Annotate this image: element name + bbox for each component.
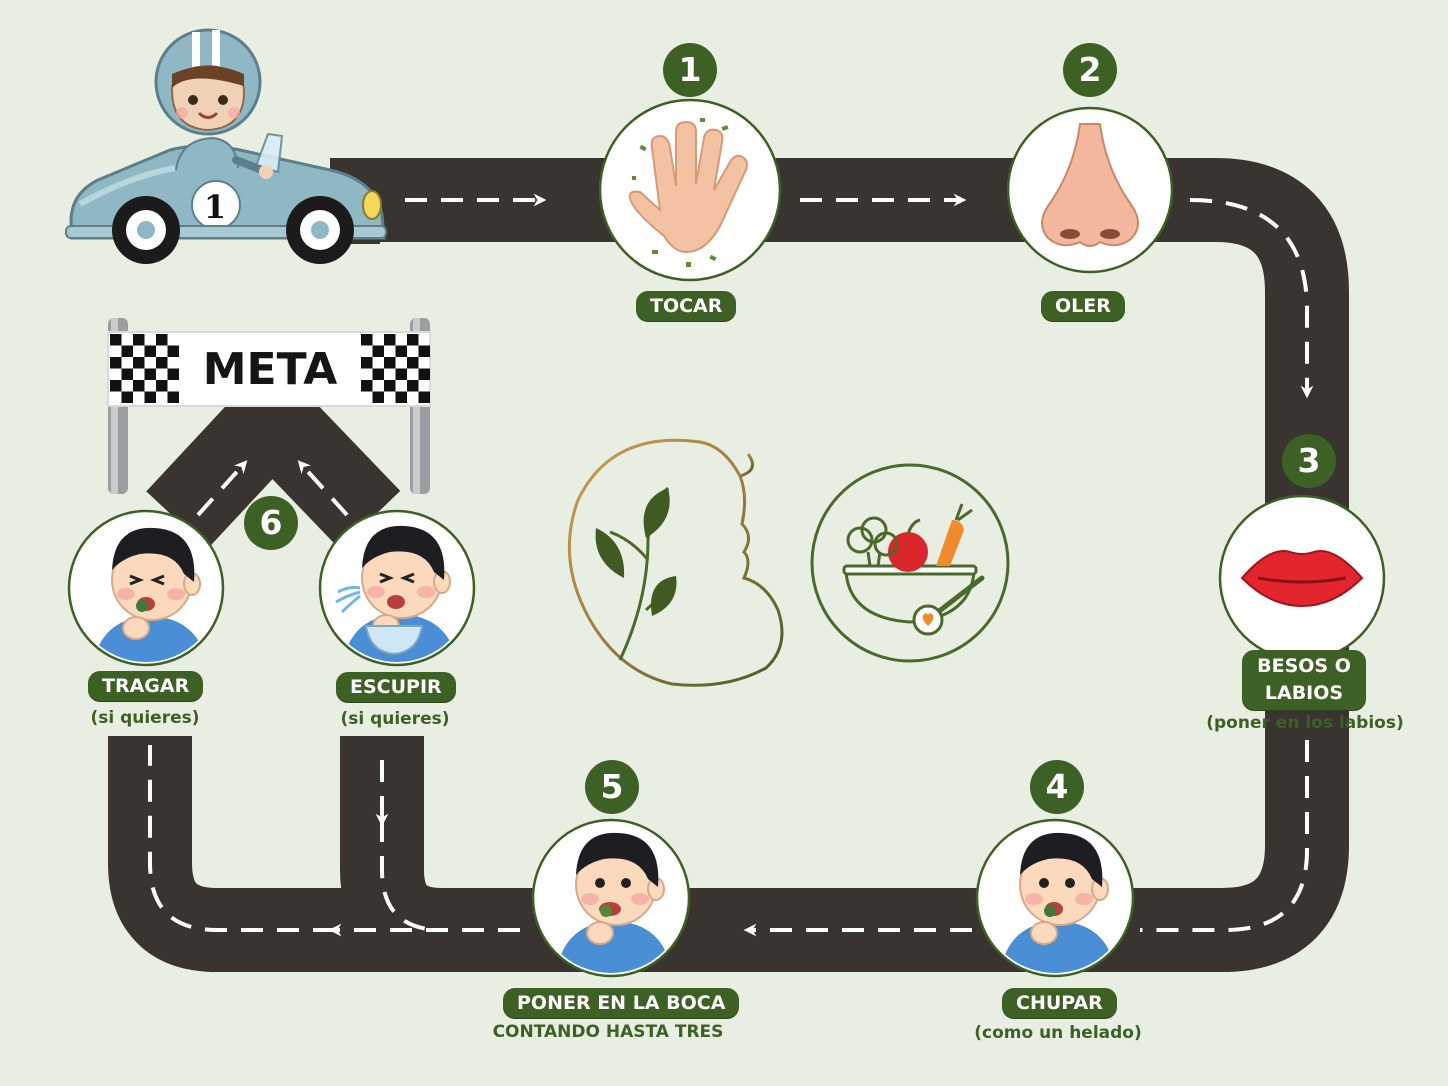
- checkered-flag-left: [110, 334, 179, 403]
- driver-icon: [154, 28, 262, 136]
- step-label-poner: PONER EN LA BOCA: [503, 988, 740, 1018]
- ending-label-escupir: ESCUPIR: [336, 672, 456, 702]
- step-number-6: 6: [244, 496, 298, 550]
- lips-icon: [1240, 550, 1364, 608]
- race-car-icon: [65, 132, 387, 264]
- ending-label-tragar: TRAGAR: [88, 671, 204, 701]
- child-swallowing-icon: [92, 527, 208, 662]
- ending-subtitle-tragar: (si quieres): [90, 708, 200, 728]
- food-bowl-logo: [810, 463, 1010, 663]
- tragar-circle: [67, 509, 225, 667]
- step-label-tocar: TOCAR: [636, 291, 737, 321]
- step-1-circle: [598, 98, 782, 282]
- finish-banner-text: META: [202, 344, 338, 395]
- road-dashes: [148, 193, 1314, 937]
- child-spitting-icon: [335, 525, 458, 662]
- step-subtitle-chupar: (como un helado): [974, 1023, 1142, 1043]
- step-label-chupar: CHUPAR: [1002, 988, 1117, 1018]
- child-eating-icon: [556, 832, 672, 973]
- checkered-flag-right: [361, 334, 430, 403]
- step-subtitle-poner: CONTANDO HASTA TRES: [492, 1022, 724, 1042]
- step-number-2: 2: [1063, 43, 1117, 97]
- step-number-4: 4: [1030, 760, 1084, 814]
- car-number: 1: [203, 188, 227, 226]
- ending-subtitle-escupir: (si quieres): [340, 709, 450, 729]
- child-licking-icon: [1000, 832, 1116, 973]
- step-number-5: 5: [585, 760, 639, 814]
- step-subtitle-besos: (poner en los labios): [1206, 713, 1404, 733]
- step-2-circle: [1006, 106, 1174, 274]
- step-label-oler: OLER: [1041, 291, 1125, 321]
- step-3-circle: [1218, 494, 1386, 662]
- escupir-circle: [318, 509, 476, 667]
- face-leaves-logo: [567, 438, 784, 687]
- step-label-besos: BESOS O LABIOS: [1242, 650, 1366, 710]
- step-5-circle: [531, 818, 691, 978]
- nose-icon: [1041, 123, 1139, 247]
- step-4-circle: [975, 818, 1135, 978]
- step-number-3: 3: [1282, 434, 1336, 488]
- step-number-1: 1: [663, 43, 717, 97]
- hand-icon: [628, 118, 748, 267]
- finish-banner: [107, 318, 431, 494]
